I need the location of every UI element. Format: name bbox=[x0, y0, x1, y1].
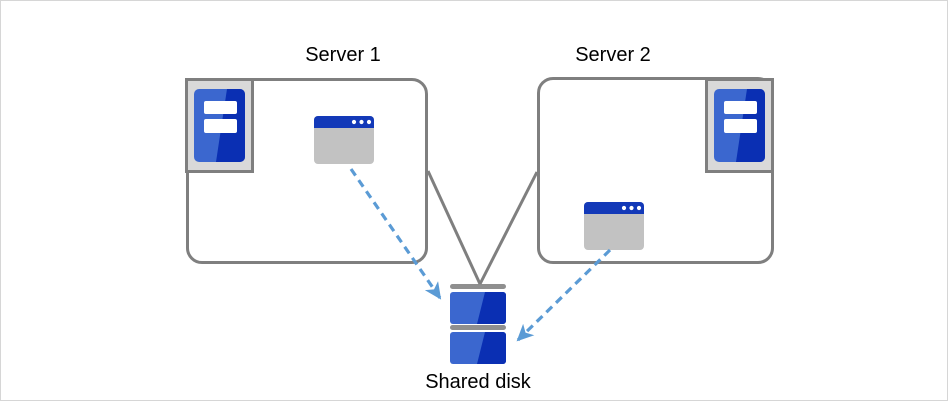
shared-disk-label: Shared disk bbox=[425, 371, 531, 393]
connector-server1-disk bbox=[426, 170, 482, 285]
server2-label: Server 2 bbox=[575, 44, 651, 66]
server-tower-icon bbox=[185, 78, 254, 173]
server1-label: Server 1 bbox=[305, 44, 381, 66]
application-window-icon bbox=[584, 202, 644, 250]
application-window-icon bbox=[314, 116, 374, 164]
connector-server2-disk bbox=[478, 171, 539, 285]
disk-stack-icon bbox=[450, 284, 506, 364]
server-tower-icon bbox=[705, 78, 774, 173]
